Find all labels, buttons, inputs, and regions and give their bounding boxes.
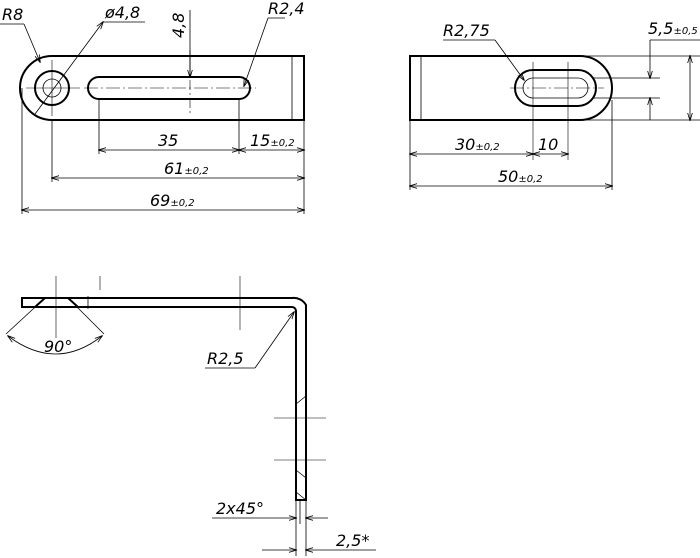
- label-hole-diameter: ø4,8: [104, 3, 140, 22]
- side-slot-outer: [514, 69, 597, 107]
- label-hole-to-end: 61±0,2: [164, 159, 209, 178]
- leg-chamfer-top: [295, 395, 307, 405]
- leg-chamfer-bottom-edge: [295, 491, 307, 501]
- label-side-slot-length: 10: [538, 135, 558, 154]
- label-slot-end-offset: 15±0,2: [250, 131, 295, 150]
- leader-r8-arrow: [23, 23, 40, 62]
- label-side-slot-radius: R2,75: [443, 21, 490, 40]
- label-thickness: 2,5*: [336, 531, 369, 550]
- countersink: [34, 297, 79, 308]
- label-overall-length: 69±0,2: [150, 191, 195, 210]
- side-view-outline: [409, 55, 613, 121]
- angle-90-arc: [8, 336, 102, 355]
- label-side-slot-position: 30±0,2: [455, 135, 500, 154]
- leader-r24-arrow: [244, 17, 269, 86]
- label-r8: R8: [2, 5, 23, 24]
- label-side-overall-length: 50±0,2: [498, 167, 543, 186]
- leg-chamfer-bottom: [295, 469, 307, 479]
- label-bend-radius: R2,5: [207, 349, 244, 368]
- angle-leg-right: [67, 297, 105, 335]
- bent-profile-outline: [21, 296, 307, 501]
- label-chamfer: 2x45°: [216, 499, 264, 518]
- label-slot-radius: R2,4: [268, 0, 305, 18]
- angle-leg-left: [5, 297, 46, 335]
- label-slot-width: 4,8: [169, 13, 188, 38]
- label-countersink-angle: 90°: [44, 337, 72, 356]
- side-view: R2,75 5,5±0,5 30±0,2 10 50±0,2: [409, 19, 700, 190]
- leader-r275-arrow: [494, 39, 524, 80]
- label-slot-length: 35: [158, 131, 178, 150]
- leader-r25-arrow: [254, 312, 294, 369]
- label-side-width: 5,5±0,5: [648, 19, 698, 38]
- leader-diameter-arrow: [34, 22, 103, 115]
- top-view: R8 ø4,8 4,8 R2,4 35 15±0,2 61±0,2 69±0,2: [0, 0, 305, 214]
- side-slot-inner: [522, 77, 589, 99]
- bent-view: 90° R2,5 2x45° 2,5*: [5, 276, 376, 556]
